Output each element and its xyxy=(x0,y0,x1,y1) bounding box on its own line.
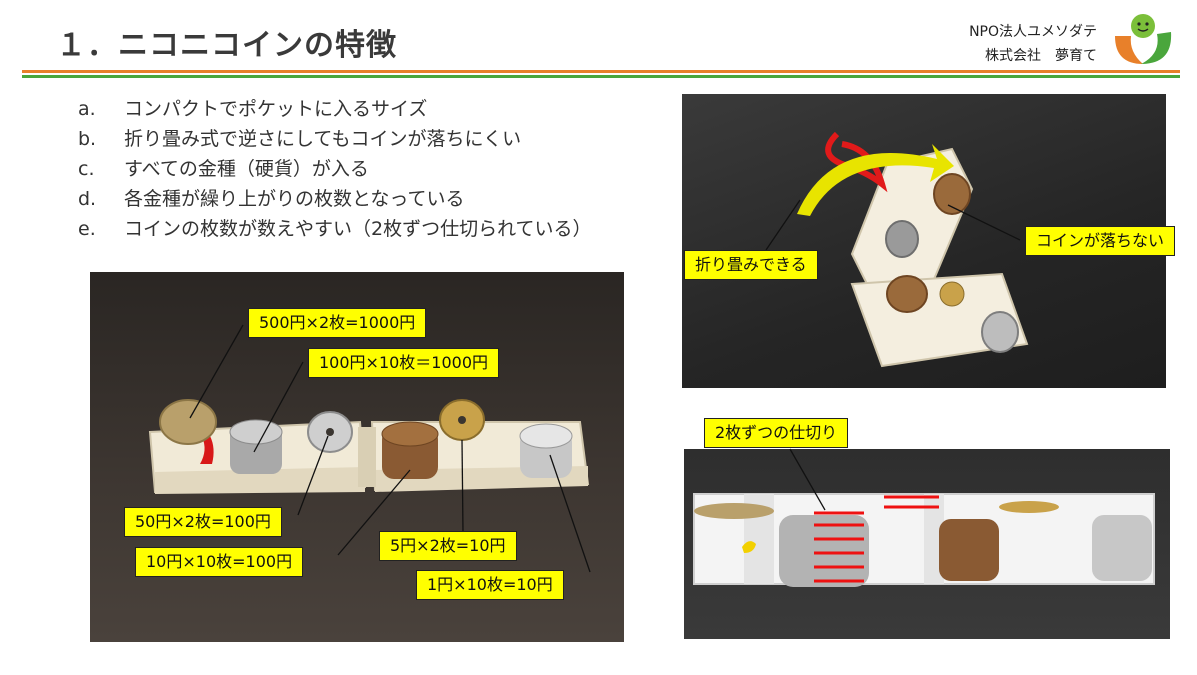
feature-item: b. 折り畳み式で逆さにしてもコインが落ちにくい xyxy=(78,124,592,154)
label-coins-dont-fall: コインが落ちない xyxy=(1025,226,1176,256)
label-5yen: 5円×2枚=10円 xyxy=(379,531,517,561)
feature-text: コインの枚数が数えやすい（2枚ずつ仕切られている） xyxy=(124,218,592,240)
organization-logo xyxy=(1115,14,1172,64)
logo-orange-leaf xyxy=(1115,36,1143,64)
coin-case-illustration xyxy=(148,399,590,494)
org-name-npo: NPO法人ユメソダテ xyxy=(969,24,1097,40)
feature-marker: a. xyxy=(78,98,96,120)
label-1yen: 1円×10枚=10円 xyxy=(416,570,564,600)
logo-face xyxy=(1131,14,1155,38)
folded-case-illustration xyxy=(797,131,1029,368)
feature-text: コンパクトでポケットに入るサイズ xyxy=(124,98,428,120)
feature-list: a. コンパクトでポケットに入るサイズ b. 折り畳み式で逆さにしてもコインが落ちに… xyxy=(78,94,592,244)
page-title: １．ニコニコインの特徴 xyxy=(56,28,397,63)
feature-marker: d. xyxy=(78,188,97,210)
label-10yen: 10円×10枚=100円 xyxy=(135,547,304,577)
label-100yen: 100円×10枚＝1000円 xyxy=(308,348,500,378)
header-rule-green xyxy=(22,75,1180,78)
feature-marker: e. xyxy=(78,218,96,240)
label-50yen: 50円×2枚=100円 xyxy=(124,507,282,537)
organization-names: NPO法人ユメソダテ 株式会社 夢育て xyxy=(969,20,1097,68)
feature-item: d. 各金種が繰り上がりの枚数となっている xyxy=(78,184,592,214)
divider-case-illustration xyxy=(693,493,1155,587)
label-500yen: 500円×2枚=1000円 xyxy=(248,308,427,338)
feature-marker: c. xyxy=(78,158,95,180)
divider-case-photo xyxy=(684,449,1170,639)
header-rule-orange xyxy=(22,70,1180,73)
feature-marker: b. xyxy=(78,128,97,150)
org-name-company: 株式会社 夢育て xyxy=(985,48,1097,64)
label-foldable: 折り畳みできる xyxy=(684,250,818,280)
label-two-coin-dividers: 2枚ずつの仕切り xyxy=(704,418,849,448)
logo-green-leaf xyxy=(1141,32,1172,64)
feature-text: 折り畳み式で逆さにしてもコインが落ちにくい xyxy=(124,128,522,150)
feature-item: c. すべての金種（硬貨）が入る xyxy=(78,154,592,184)
feature-text: 各金種が繰り上がりの枚数となっている xyxy=(124,188,465,210)
feature-item: e. コインの枚数が数えやすい（2枚ずつ仕切られている） xyxy=(78,214,592,244)
feature-text: すべての金種（硬貨）が入る xyxy=(124,158,369,180)
feature-item: a. コンパクトでポケットに入るサイズ xyxy=(78,94,592,124)
